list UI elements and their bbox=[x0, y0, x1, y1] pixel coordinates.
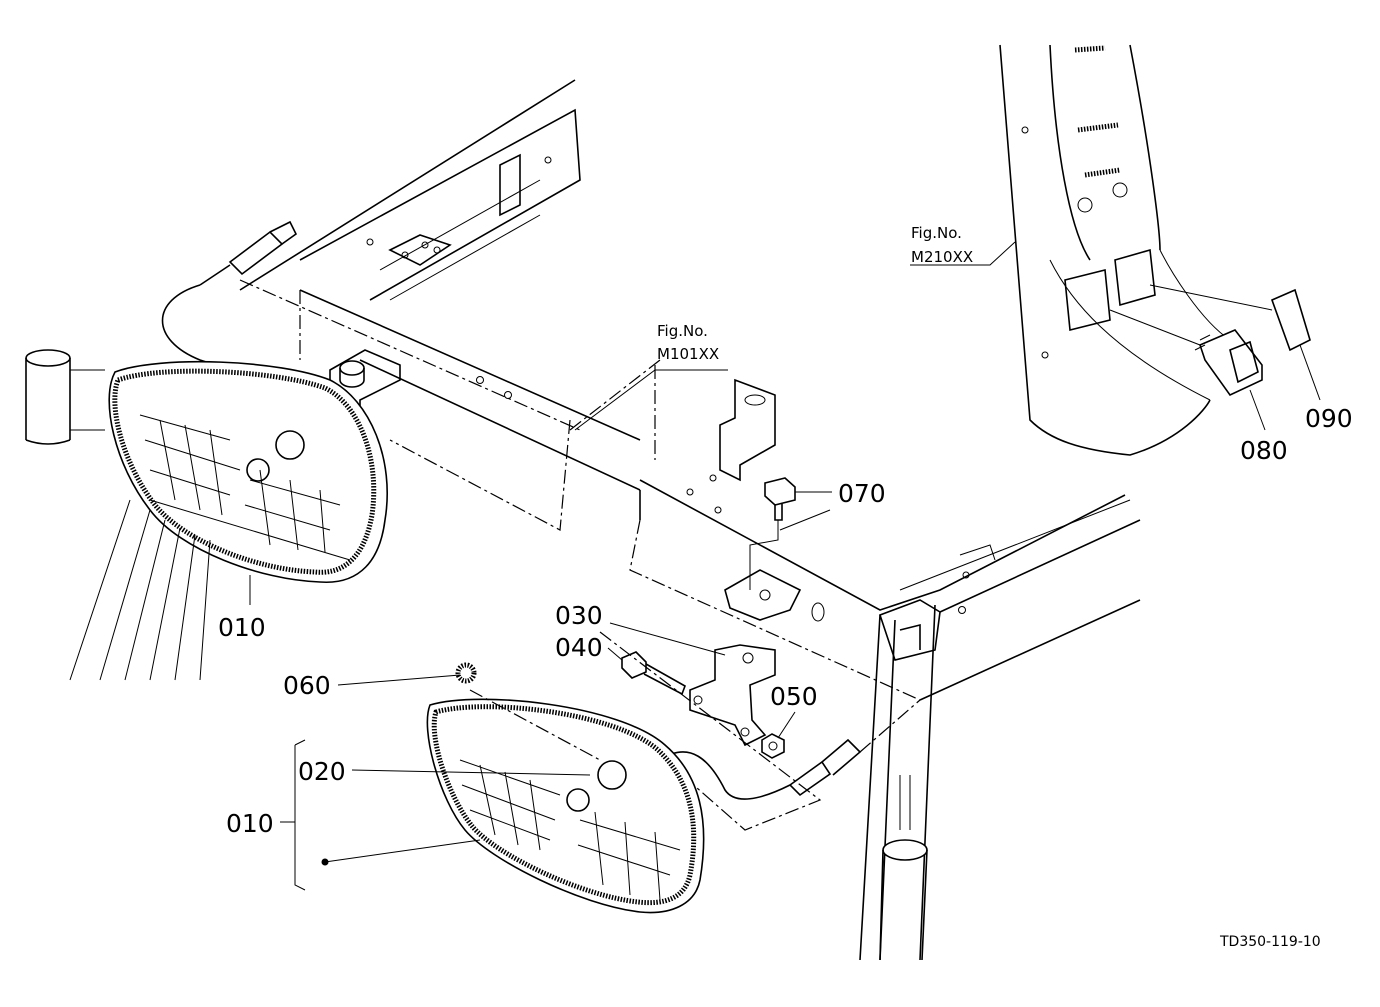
mount-bracket-lower bbox=[724, 569, 802, 621]
figure-ref-number: M101XX bbox=[657, 345, 719, 363]
figure-ref-label: Fig.No. bbox=[657, 322, 708, 340]
callout-070: 070 bbox=[838, 479, 886, 508]
figure-reference-m101: Fig.No. M101XX bbox=[657, 322, 719, 363]
bracket-030 bbox=[689, 644, 776, 747]
nut-050 bbox=[761, 733, 785, 759]
callout-060: 060 bbox=[283, 671, 331, 700]
callout-090: 090 bbox=[1305, 404, 1353, 433]
cab-pillar-right bbox=[999, 44, 1231, 456]
figure-ref-number: M210XX bbox=[911, 248, 973, 266]
work-light-lower bbox=[426, 689, 705, 914]
drawing-number: TD350-119-10 bbox=[1219, 934, 1321, 950]
callout-010-lower: 010 bbox=[226, 809, 274, 838]
leader-lines bbox=[249, 241, 1321, 891]
bolt-070 bbox=[749, 477, 796, 590]
roof-frame-lower bbox=[629, 365, 1141, 701]
work-light-upper bbox=[69, 360, 389, 681]
callout-080: 080 bbox=[1240, 436, 1288, 465]
lower-harness-connector bbox=[599, 631, 921, 831]
post-cylinder-left bbox=[25, 349, 105, 445]
callout-010-upper: 010 bbox=[218, 613, 266, 642]
figure-reference-m210: Fig.No. M210XX bbox=[911, 224, 973, 266]
callout-050: 050 bbox=[770, 682, 818, 711]
cab-pillar-lower-right bbox=[859, 519, 1141, 961]
figure-ref-label: Fig.No. bbox=[911, 224, 962, 242]
callout-040: 040 bbox=[555, 633, 603, 662]
cover-090 bbox=[1149, 284, 1311, 352]
washer-060 bbox=[455, 662, 477, 684]
callout-030: 030 bbox=[555, 601, 603, 630]
roof-frame-upper bbox=[239, 79, 661, 531]
callout-020: 020 bbox=[298, 757, 346, 786]
mount-bracket-upper bbox=[709, 378, 776, 482]
callout-labels: 010 010 020 030 040 050 060 070 080 090 bbox=[218, 404, 1353, 838]
bolt-040 bbox=[621, 651, 686, 696]
upper-light-bracket bbox=[329, 349, 401, 447]
switch-080 bbox=[1109, 309, 1263, 397]
